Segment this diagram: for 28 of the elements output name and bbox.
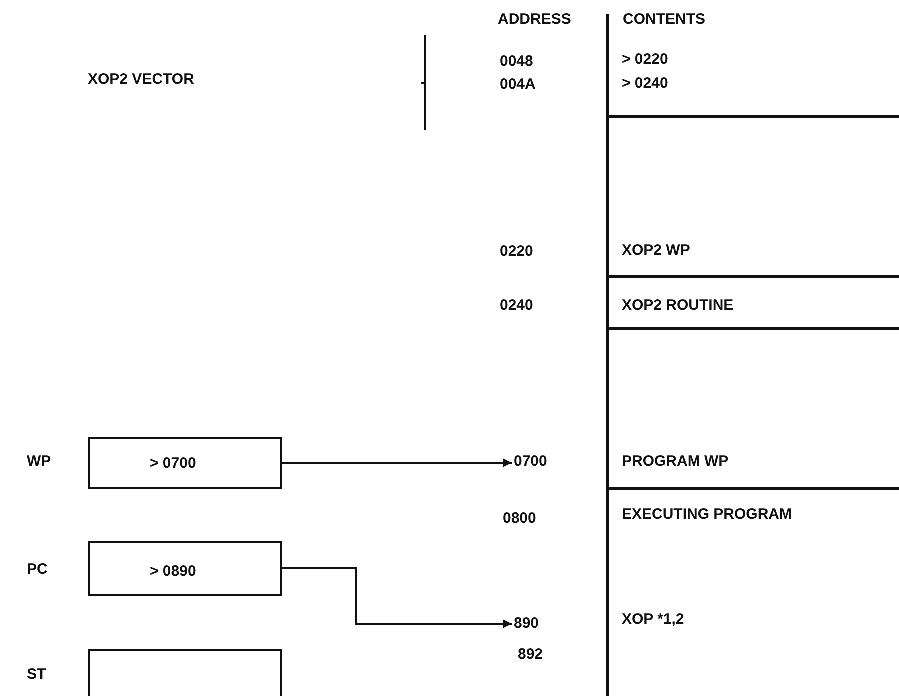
memory-label: 0048 bbox=[500, 53, 534, 71]
memory-label: 892 bbox=[518, 646, 544, 664]
register-box bbox=[88, 541, 282, 596]
cell-text: EXECUTING PROGRAM bbox=[622, 506, 792, 524]
memory-label: CONTENTS bbox=[623, 11, 706, 29]
cell-text: > 0220 bbox=[622, 51, 668, 69]
memory-label: 004A bbox=[500, 76, 536, 94]
arrow bbox=[282, 568, 512, 628]
cell-text: XOP *1,2 bbox=[622, 611, 684, 629]
register-name: ST bbox=[27, 666, 46, 684]
cell-text: > 0240 bbox=[622, 75, 668, 93]
memory-label: 0220 bbox=[500, 243, 534, 261]
cell-text: XOP2 ROUTINE bbox=[622, 297, 734, 315]
memory-label: 0800 bbox=[503, 510, 536, 528]
address-text: 890 bbox=[514, 615, 540, 633]
register-name: PC bbox=[27, 561, 48, 579]
register-box bbox=[88, 437, 282, 489]
arrow bbox=[282, 458, 512, 468]
address-text: 0700 bbox=[514, 453, 548, 471]
register-box bbox=[88, 649, 282, 696]
cell-text: XOP2 WP bbox=[622, 242, 690, 260]
register-value: > 0890 bbox=[150, 563, 196, 581]
cell-text: PROGRAM WP bbox=[622, 453, 729, 471]
register-value: > 0700 bbox=[150, 455, 196, 473]
memory-label: XOP2 VECTOR bbox=[88, 71, 194, 89]
memory-label: 0240 bbox=[500, 297, 534, 315]
memory-label: ADDRESS bbox=[498, 11, 572, 29]
register-name: WP bbox=[27, 453, 52, 471]
